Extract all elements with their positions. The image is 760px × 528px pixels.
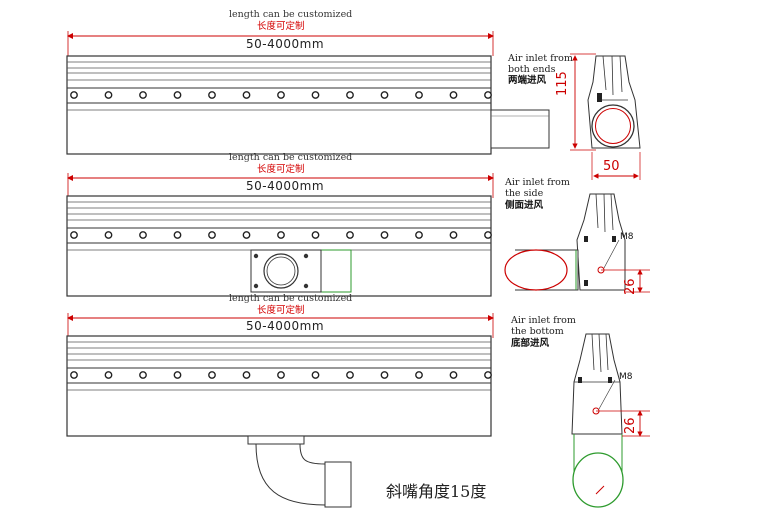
mounting-hole [415,91,423,99]
section-view-side [504,193,650,293]
caption-cn-3: 长度可定制 [257,305,305,316]
mounting-hole [449,231,458,239]
mounting-hole [242,371,251,379]
mounting-hole [380,371,389,379]
mounting-hole [277,371,285,379]
caption-length-3: length can be customized [229,293,353,304]
inlet-en-3-line2: the bottom [511,326,564,337]
mounting-hole [242,231,251,239]
thread-m8-2: M8 [620,232,634,242]
caption-cn-2: 长度可定制 [257,164,305,175]
mounting-hole [449,371,458,379]
length-range-1: 50-4000mm [246,37,325,51]
bottom-elbow-inlet [247,435,352,508]
mounting-hole [70,91,78,99]
mounting-hole [139,91,147,99]
mounting-hole [380,231,389,239]
mounting-hole [242,91,251,99]
mounting-hole [208,371,216,379]
caption-length-1: length can be customized [229,9,353,20]
mounting-hole [208,91,216,99]
mounting-hole [346,371,354,379]
mounting-hole [104,231,113,239]
mounting-hole [415,231,423,239]
offset-dim-26-2: 26 [623,278,638,295]
thread-m8-3: M8 [619,372,633,382]
diagram-bottom [66,313,650,508]
inlet-en-3-line1: Air inlet from [511,315,576,326]
inlet-en-2-line1: Air inlet from [505,177,570,188]
height-dim-115: 115 [555,71,570,96]
caption-cn-1: 长度可定制 [257,21,305,32]
mounting-hole [277,231,285,239]
section-view-ends [570,53,641,180]
diagram-both-ends [66,31,641,180]
mounting-hole [173,231,182,239]
mounting-hole [173,91,182,99]
mounting-hole [311,91,320,99]
diagram-side [66,173,650,297]
mounting-hole [104,371,113,379]
inlet-cn-1: 两端进风 [508,75,547,86]
inlet-cn-2: 侧面进风 [505,200,544,211]
mounting-hole [70,231,78,239]
inlet-cn-3: 底部进风 [511,338,550,349]
mounting-hole [484,91,492,99]
mounting-hole [346,91,354,99]
blower-body [66,335,492,437]
mounting-hole [277,91,285,99]
length-range-3: 50-4000mm [246,319,325,333]
mounting-hole [139,231,147,239]
inlet-en-1-line2: both ends [508,64,556,75]
length-range-2: 50-4000mm [246,179,325,193]
inlet-en-1-line1: Air inlet from [508,53,573,64]
mounting-hole [70,371,78,379]
mounting-hole [484,371,492,379]
offset-dim-26-3: 26 [623,417,638,434]
caption-length-2: length can be customized [229,152,353,163]
mounting-hole [139,371,147,379]
end-inlet-duct [490,109,550,149]
section-view-bottom [571,333,650,508]
nozzle-angle-note: 斜嘴角度15度 [386,482,487,501]
mounting-hole [311,371,320,379]
mounting-hole [208,231,216,239]
mounting-hole [415,371,423,379]
mounting-hole [173,371,182,379]
mounting-hole [484,231,492,239]
mounting-hole [104,91,113,99]
mounting-hole [449,91,458,99]
blower-body [66,55,492,155]
mounting-hole [346,231,354,239]
width-dim-50: 50 [603,159,620,174]
inlet-en-2-line2: the side [505,188,544,199]
mounting-hole [311,231,320,239]
mounting-hole [380,91,389,99]
